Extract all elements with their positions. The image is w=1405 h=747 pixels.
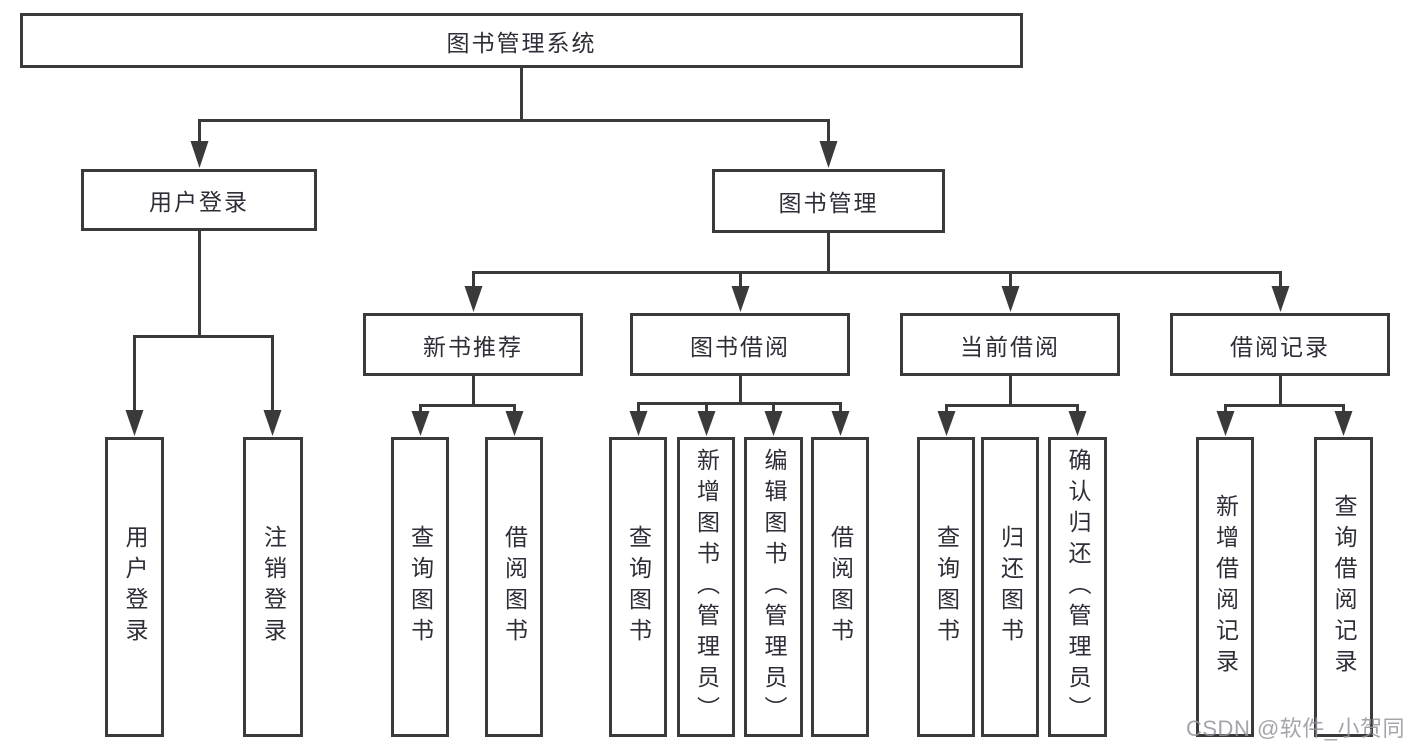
leaf-return-books: 归还图书 (981, 437, 1039, 737)
label-add-borrow-record: 新增借阅记录 (1212, 494, 1239, 680)
leaf-logout-login: 注销登录 (243, 437, 303, 737)
watermark: CSDN @软件_小贺同学 (1186, 716, 1405, 741)
label-book-management: 图书管理 (778, 190, 879, 216)
node-book-management: 图书管理 (712, 169, 945, 233)
label-confirm-return-admin: 确认归还（管理员） (1065, 447, 1091, 727)
node-current-borrowing: 当前借阅 (900, 313, 1120, 376)
label-borrow-books-recommend: 借阅图书 (501, 525, 528, 649)
node-book-borrowing: 图书借阅 (630, 313, 850, 376)
label-borrowing-records: 借阅记录 (1230, 333, 1330, 360)
leaf-borrow-books-recommend: 借阅图书 (485, 437, 543, 737)
leaf-user-login: 用户登录 (105, 437, 164, 737)
arrowheads (125, 141, 1353, 436)
leaf-query-borrow-record: 查询借阅记录 (1314, 437, 1373, 737)
node-borrowing-records: 借阅记录 (1170, 313, 1390, 376)
label-add-books-admin: 新增图书（管理员） (693, 447, 720, 727)
label-leaf-user-login: 用户登录 (122, 525, 148, 649)
label-current-borrowing: 当前借阅 (960, 333, 1060, 360)
node-user-login: 用户登录 (81, 169, 317, 231)
node-library-management-system: 图书管理系统 (20, 13, 1023, 68)
leaf-add-borrow-record: 新增借阅记录 (1196, 437, 1254, 737)
label-new-book-recommendation: 新书推荐 (423, 333, 523, 360)
node-new-book-recommendation: 新书推荐 (363, 313, 583, 376)
leaf-add-books-admin: 新增图书（管理员） (677, 437, 735, 737)
label-library-management-system: 图书管理系统 (446, 29, 597, 56)
label-edit-books-admin: 编辑图书（管理员） (761, 447, 787, 727)
label-leaf-logout-login: 注销登录 (260, 525, 287, 649)
leaf-query-books-current: 查询图书 (917, 437, 975, 737)
leaf-query-books-recommend: 查询图书 (391, 437, 449, 737)
label-user-login: 用户登录 (149, 189, 249, 215)
label-query-borrow-record: 查询借阅记录 (1331, 494, 1357, 680)
leaf-borrow-books-borrowing: 借阅图书 (811, 437, 869, 737)
label-borrow-books-borrowing: 借阅图书 (827, 525, 854, 649)
label-book-borrowing: 图书借阅 (690, 333, 790, 360)
leaf-edit-books-admin: 编辑图书（管理员） (744, 437, 803, 737)
leaf-query-books-borrowing: 查询图书 (609, 437, 667, 737)
label-return-books: 归还图书 (997, 525, 1024, 649)
label-query-books-borrowing: 查询图书 (625, 525, 652, 649)
label-query-books-recommend: 查询图书 (407, 525, 434, 649)
leaf-confirm-return-admin: 确认归还（管理员） (1048, 437, 1107, 737)
label-query-books-current: 查询图书 (933, 525, 960, 649)
